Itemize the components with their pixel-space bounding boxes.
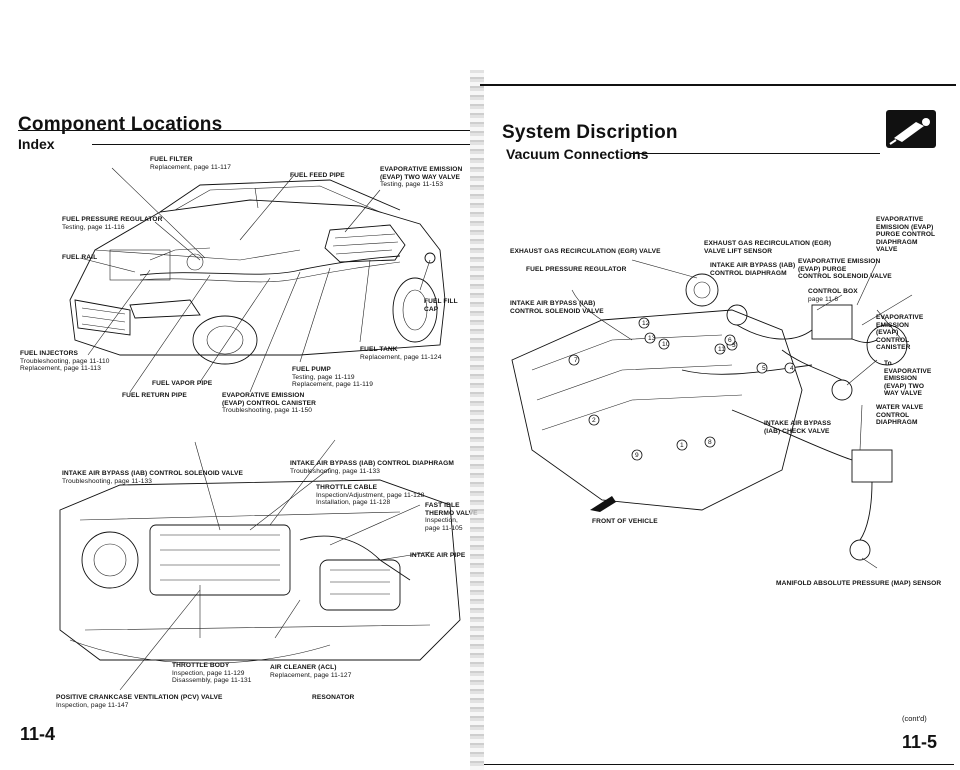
label-iab-solenoid-right: INTAKE AIR BYPASS (IAB)CONTROL SOLENOID … — [510, 300, 604, 315]
label-iab-check-valve: INTAKE AIR BYPASS(IAB) CHECK VALVE — [764, 420, 832, 435]
label-fuel-return-pipe: FUEL RETURN PIPE — [122, 392, 187, 399]
continued-note: (cont'd) — [902, 714, 927, 723]
label-evap-two-way-valve: EVAPORATIVE EMISSION(EVAP) TWO WAY VALVE… — [380, 166, 463, 189]
label-fuel-rail: FUEL RAIL — [62, 254, 98, 261]
hose-number: 8 — [708, 439, 712, 446]
book-spine — [470, 70, 484, 770]
label-iab-solenoid: INTAKE AIR BYPASS (IAB) CONTROL SOLENOID… — [62, 470, 244, 485]
hose-number: 7 — [574, 357, 578, 364]
hose-number: 6 — [728, 337, 732, 344]
hose-number: 2 — [592, 417, 596, 424]
hose-number: 9 — [635, 452, 639, 459]
top-rule — [480, 84, 956, 86]
label-fuel-feed-pipe: FUEL FEED PIPE — [290, 172, 345, 179]
subtitle-rule-right — [630, 153, 880, 155]
vacuum-connections-diagram — [511, 259, 913, 569]
label-pcv-valve: POSITIVE CRANKCASE VENTILATION (PCV) VAL… — [56, 694, 223, 709]
hose-number: 13 — [648, 335, 656, 342]
label-evap-canister: EVAPORATIVE EMISSION(EVAP) CONTROL CANIS… — [222, 392, 317, 415]
label-fuel-vapor-pipe: FUEL VAPOR PIPE — [152, 380, 213, 387]
title-rule — [18, 130, 470, 132]
page-number-left: 11-4 — [20, 724, 56, 744]
label-intake-air-pipe: INTAKE AIR PIPE — [410, 552, 466, 559]
page-title-left: Component Locations — [18, 114, 223, 135]
hose-number: 3 — [732, 342, 736, 349]
hose-number: 11 — [718, 346, 726, 353]
subtitle-rule — [92, 144, 470, 146]
label-air-cleaner: AIR CLEANER (ACL)Replacement, page 11-12… — [270, 664, 352, 679]
page-number-right: 11-5 — [902, 732, 938, 752]
page-title-right: System Discription — [502, 122, 678, 143]
label-front-of-vehicle: FRONT OF VEHICLE — [592, 518, 658, 525]
hose-number: 1 — [680, 442, 684, 449]
page-subtitle-right: Vacuum Connections — [506, 146, 649, 162]
page-subtitle-left: Index — [18, 136, 55, 152]
label-egr-lift-sensor: EXHAUST GAS RECIRCULATION (EGR)VALVE LIF… — [704, 240, 832, 255]
hose-number: 12 — [642, 320, 650, 327]
hose-number: 10 — [662, 341, 670, 348]
label-resonator: RESONATOR — [312, 694, 355, 701]
fuel-injector-icon — [889, 118, 930, 145]
label-iab-diaphragm: INTAKE AIR BYPASS (IAB) CONTROL DIAPHRAG… — [290, 460, 454, 475]
label-egr-valve: EXHAUST GAS RECIRCULATION (EGR) VALVE — [510, 248, 661, 255]
hose-number: 5 — [762, 365, 766, 372]
hose-number-markers — [568, 317, 796, 461]
left-page: Component Locations Index — [0, 0, 478, 770]
section-icon — [886, 110, 936, 148]
bottom-rule — [484, 764, 954, 766]
engine-bay-illustration — [59, 439, 461, 691]
label-map-sensor: MANIFOLD ABSOLUTE PRESSURE (MAP) SENSOR — [776, 580, 942, 587]
label-iab-control-diaphragm: INTAKE AIR BYPASS (IAB)CONTROL DIAPHRAGM — [710, 262, 796, 277]
hose-number: 4 — [790, 365, 794, 372]
right-page: System Discription Vacuum Connections — [480, 0, 960, 770]
label-fuel-pressure-regulator-right: FUEL PRESSURE REGULATOR — [526, 266, 627, 273]
car-fuel-system-illustration — [69, 167, 446, 393]
